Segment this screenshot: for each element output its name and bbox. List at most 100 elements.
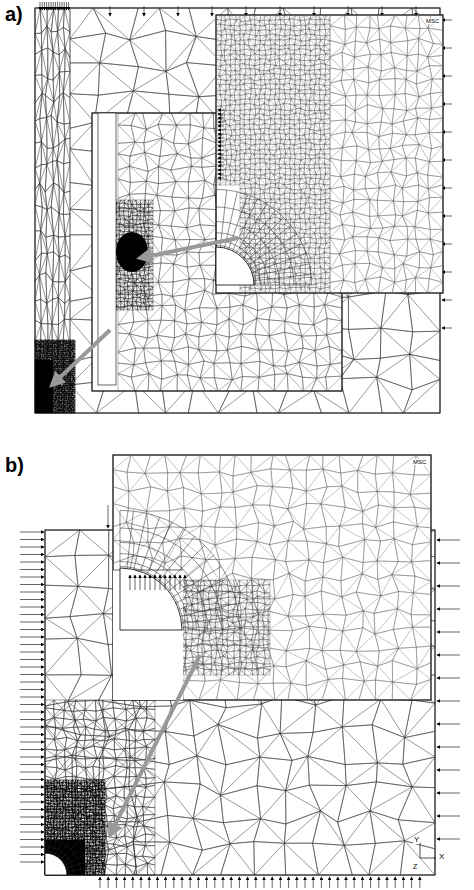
load-arrow [55, 2, 56, 10]
fe-mesh [113, 455, 431, 700]
load-arrow [64, 2, 65, 10]
load-arrow [437, 816, 460, 817]
load-arrow [157, 877, 158, 888]
load-arrow [437, 586, 460, 587]
load-arrow [20, 539, 44, 540]
hole-mesh [216, 189, 312, 285]
load-arrow [51, 2, 52, 10]
load-arrow [116, 877, 117, 888]
load-arrow [437, 678, 460, 679]
load-arrow [178, 6, 179, 16]
fe-mesh [35, 340, 75, 413]
load-arrow [218, 150, 224, 151]
load-arrow [20, 547, 44, 548]
load-arrow [165, 575, 166, 590]
load-arrow [185, 575, 186, 590]
load-arrow [218, 110, 224, 111]
load-arrow [20, 652, 44, 653]
load-arrow [20, 659, 44, 660]
load-arrow [48, 2, 49, 10]
panel-frame [35, 360, 53, 413]
load-arrow [214, 877, 215, 888]
axis-label: Y [413, 836, 420, 844]
load-arrow [20, 817, 44, 818]
load-arrow [20, 757, 44, 758]
load-arrow [442, 328, 452, 329]
load-arrow [218, 122, 224, 123]
panel-frame [216, 15, 443, 293]
software-logo: MSC [412, 459, 427, 465]
load-arrow [403, 877, 404, 888]
load-arrow [144, 6, 145, 16]
zoom-pointer [140, 238, 238, 258]
load-arrow [20, 839, 44, 840]
load-arrow [198, 877, 199, 888]
load-arrow [212, 6, 213, 16]
load-arrow [437, 701, 460, 702]
load-arrow [170, 575, 171, 590]
panel-frame [98, 113, 116, 385]
load-arrow [160, 575, 161, 590]
axis-triad [420, 842, 436, 858]
hole [216, 247, 254, 285]
load-arrow [20, 637, 44, 638]
load-arrow [175, 575, 176, 590]
load-arrow [218, 154, 224, 155]
zoom-pointer [110, 655, 200, 835]
load-arrow [437, 563, 460, 564]
mesh-panel-b [20, 455, 460, 888]
load-arrow [42, 2, 43, 10]
load-arrow [100, 877, 101, 888]
load-arrow [20, 749, 44, 750]
load-arrow [62, 2, 63, 10]
load-arrow [218, 158, 224, 159]
load-arrow [20, 592, 44, 593]
load-arrow [20, 622, 44, 623]
load-arrow [20, 727, 44, 728]
load-arrow [20, 787, 44, 788]
load-arrow [218, 130, 224, 131]
load-arrow [419, 877, 420, 888]
load-arrow [437, 747, 460, 748]
load-arrow [437, 793, 460, 794]
load-arrow [150, 575, 151, 590]
load-arrow [395, 877, 396, 888]
load-arrow [46, 2, 47, 10]
load-arrow [20, 779, 44, 780]
load-arrow [272, 877, 273, 888]
load-arrow [20, 704, 44, 705]
load-arrow [20, 712, 44, 713]
load-arrow [206, 877, 207, 888]
load-arrow [20, 569, 44, 570]
load-arrow [145, 575, 146, 590]
panel-label: a) [4, 4, 24, 24]
load-arrow [108, 505, 109, 528]
load-arrow [182, 877, 183, 888]
load-arrow [20, 689, 44, 690]
load-arrow [321, 877, 322, 888]
load-arrow [59, 2, 60, 10]
load-arrow [218, 166, 224, 167]
load-arrow [20, 794, 44, 795]
load-arrow [20, 629, 44, 630]
load-arrow [223, 877, 224, 888]
software-logo: MSC [425, 18, 440, 24]
load-arrow [140, 575, 141, 590]
hole-mesh [45, 827, 93, 875]
load-arrow [124, 877, 125, 888]
fe-mesh [45, 780, 105, 875]
load-arrow [362, 877, 363, 888]
load-arrow [20, 532, 44, 533]
hole [183, 699, 184, 700]
load-arrow [218, 126, 224, 127]
load-arrow [53, 2, 54, 10]
load-arrow [20, 742, 44, 743]
load-arrow [155, 575, 156, 590]
load-arrow [437, 540, 460, 541]
load-arrow [20, 607, 44, 608]
load-arrow [20, 764, 44, 765]
hole [120, 568, 182, 630]
fe-mesh [216, 15, 240, 185]
load-arrow [329, 877, 330, 888]
hole [45, 853, 67, 875]
